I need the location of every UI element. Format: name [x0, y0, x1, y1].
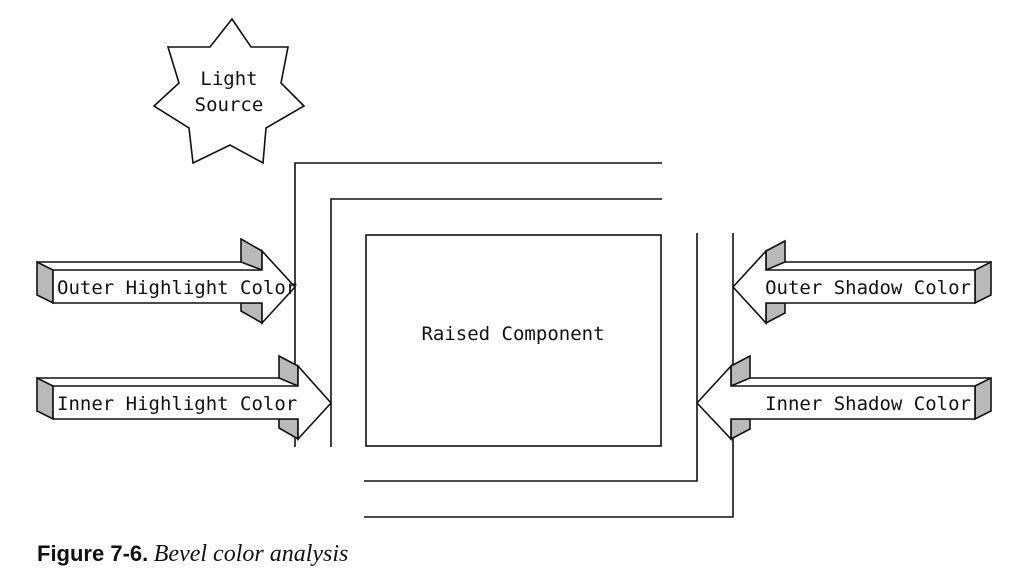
light-source-label-line2: Source: [195, 94, 264, 116]
figure-caption: Figure 7-6. Bevel color analysis: [37, 541, 348, 568]
light-source-label-line1: Light: [200, 68, 257, 90]
outer-shadow-arrow-end-shade: [974, 260, 992, 305]
outer-shadow-arrow-body: [731, 248, 976, 326]
inner-highlight-edge: [330, 198, 662, 447]
inner-shadow-arrow-end-shade: [974, 376, 992, 421]
inner-shadow-arrow-head-shade-top: [730, 354, 751, 388]
inner-shadow-arrow-body: [695, 363, 976, 442]
outer-shadow-arrow: Outer Shadow Color: [731, 239, 992, 326]
raised-component: Raised Component: [365, 234, 662, 447]
inner-shadow-arrow-head-shade-bottom: [730, 418, 751, 441]
outer-shadow-edge: [364, 233, 734, 518]
outer-highlight-arrow-body: [52, 248, 297, 326]
raised-component-box: [365, 234, 662, 447]
inner-bevel: [330, 198, 698, 482]
outer-shadow-arrow-head-shade-bottom: [765, 302, 786, 325]
inner-highlight-arrow-label: Inner Highlight Color: [57, 393, 297, 415]
figure-caption-text: Bevel color analysis: [153, 541, 349, 567]
inner-highlight-arrow-body: [52, 363, 333, 442]
light-source: Light Source: [152, 17, 306, 165]
outer-highlight-arrow-end-shade: [36, 260, 54, 305]
outer-highlight-arrow-head-shade-bottom: [240, 302, 263, 325]
figure-number: Figure 7-6.: [37, 541, 149, 566]
outer-shadow-arrow-label: Outer Shadow Color: [765, 277, 971, 299]
outer-highlight-edge: [294, 162, 662, 447]
inner-shadow-arrow: Inner Shadow Color: [695, 354, 992, 442]
inner-highlight-arrow-end-shade: [36, 376, 54, 421]
outer-highlight-arrow-head-shade-top: [240, 237, 263, 272]
inner-shadow-edge: [364, 233, 698, 482]
outer-bevel: [294, 162, 734, 518]
inner-highlight-arrow-head-shade-bottom: [278, 418, 299, 441]
inner-shadow-arrow-label: Inner Shadow Color: [765, 393, 971, 415]
raised-component-label: Raised Component: [421, 323, 604, 345]
light-source-star-icon: [152, 17, 306, 165]
outer-highlight-arrow: Outer Highlight Color: [36, 237, 297, 326]
outer-shadow-arrow-head-shade-top: [765, 239, 786, 272]
outer-highlight-arrow-label: Outer Highlight Color: [57, 277, 297, 299]
bevel-diagram: Light Source Raised Component Outer High…: [36, 17, 992, 518]
inner-highlight-arrow: Inner Highlight Color: [36, 354, 333, 442]
